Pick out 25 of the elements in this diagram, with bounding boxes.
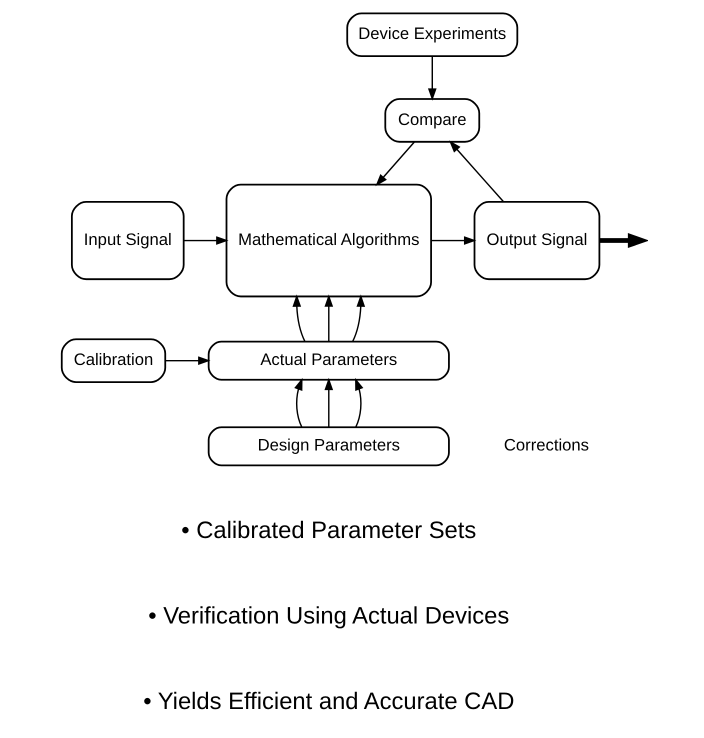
arrow [599, 233, 648, 248]
arrow [430, 236, 476, 245]
arrow [324, 378, 333, 428]
node-box: Mathematical Algorithms [225, 184, 432, 298]
arrow [292, 294, 306, 342]
arrow [354, 378, 363, 428]
arrow [351, 294, 365, 342]
node-box: Calibration [60, 338, 166, 383]
arrow [374, 142, 414, 186]
node-box: Device Experiments [346, 12, 518, 58]
label: • Verification Using Actual Devices [148, 602, 509, 630]
node-box: Design Parameters [207, 426, 450, 466]
node-box: Input Signal [70, 200, 184, 280]
label: • Calibrated Parameter Sets [180, 516, 476, 544]
node-box: Output Signal [473, 200, 600, 280]
arrow [294, 378, 302, 428]
node-box: Compare [384, 98, 480, 143]
arrow [324, 294, 333, 342]
arrow [183, 236, 228, 245]
arrow [448, 140, 504, 202]
label: • Yields Efficient and Accurate CAD [142, 688, 514, 716]
node-box: Actual Parameters [207, 340, 450, 381]
label: Corrections [503, 436, 589, 455]
arrow [165, 356, 210, 365]
arrow [427, 56, 436, 101]
